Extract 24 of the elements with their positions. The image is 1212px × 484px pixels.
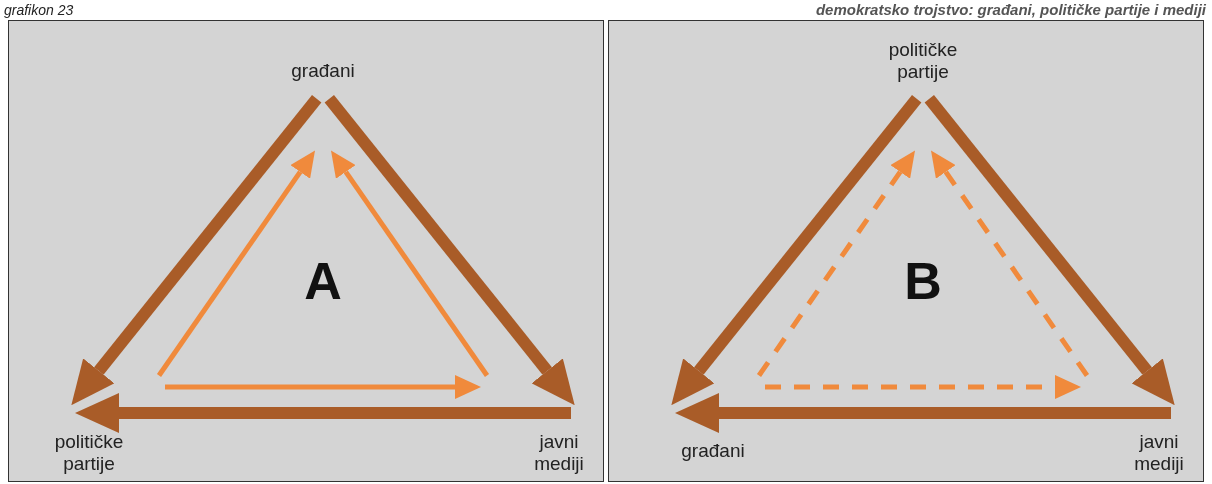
arrow xyxy=(331,150,490,377)
panel xyxy=(8,20,604,482)
arrow xyxy=(765,375,1081,399)
panel-letter: A xyxy=(304,251,342,311)
arrow xyxy=(71,95,322,406)
arrow xyxy=(156,150,315,377)
actor-label: građani xyxy=(290,59,356,83)
arrow xyxy=(675,393,1171,433)
title: demokratsko trojstvo: građani, političke partije i mediji xyxy=(815,1,1206,18)
actor-label: javni mediji xyxy=(1133,430,1185,476)
arrow xyxy=(931,150,1090,377)
panel-letter: B xyxy=(904,251,942,311)
actor-label: javni mediji xyxy=(533,430,585,476)
arrow xyxy=(756,150,915,377)
arrow xyxy=(324,95,575,406)
figure-number: grafikon 23 xyxy=(4,2,74,18)
arrow xyxy=(924,95,1175,406)
arrow xyxy=(165,375,481,399)
arrow xyxy=(75,393,571,433)
actor-label: političke partije xyxy=(887,38,959,84)
actor-label: građani xyxy=(680,439,746,463)
panel xyxy=(608,20,1204,482)
actor-label: političke partije xyxy=(53,430,125,476)
arrow xyxy=(671,95,922,406)
